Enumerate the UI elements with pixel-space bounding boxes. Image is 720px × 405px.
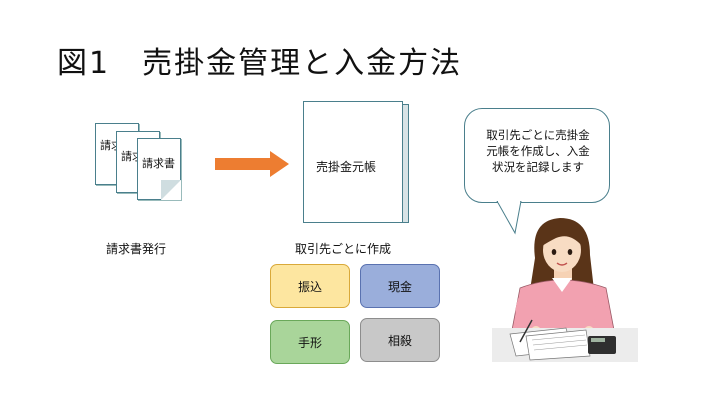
speech-line-2: 元帳を作成し、入金 <box>486 144 590 158</box>
ledger-book: 売掛金元帳 <box>303 101 403 223</box>
method-sousai-label: 相殺 <box>387 333 412 348</box>
invoice-caption: 請求書発行 <box>106 242 167 256</box>
method-tegata-label: 手形 <box>297 335 322 350</box>
method-tegata: 手形 <box>270 320 350 364</box>
speech-bubble-tail-icon <box>496 201 522 235</box>
page-title: 図1 売掛金管理と入金方法 <box>57 46 463 81</box>
invoice-doc-front: 請求書 <box>137 138 181 200</box>
method-furikomi: 振込 <box>270 264 350 308</box>
ledger-book-spine <box>403 104 409 223</box>
page-fold-icon <box>161 180 181 200</box>
method-genkin: 現金 <box>360 264 440 308</box>
speech-bubble-text: 取引先ごとに売掛金 元帳を作成し、入金 状況を記録します <box>465 127 611 175</box>
speech-line-1: 取引先ごとに売掛金 <box>486 128 590 142</box>
invoice-doc-front-label: 請求書 <box>142 157 175 170</box>
speech-bubble: 取引先ごとに売掛金 元帳を作成し、入金 状況を記録します <box>464 108 610 203</box>
speech-line-3: 状況を記録します <box>492 160 584 174</box>
accountant-woman-illustration <box>492 218 638 362</box>
method-genkin-label: 現金 <box>387 279 412 294</box>
right-arrow-icon <box>215 151 289 177</box>
method-sousai: 相殺 <box>360 318 440 362</box>
method-furikomi-label: 振込 <box>297 279 322 294</box>
ledger-label: 売掛金元帳 <box>316 160 377 174</box>
ledger-caption: 取引先ごとに作成 <box>295 242 392 256</box>
